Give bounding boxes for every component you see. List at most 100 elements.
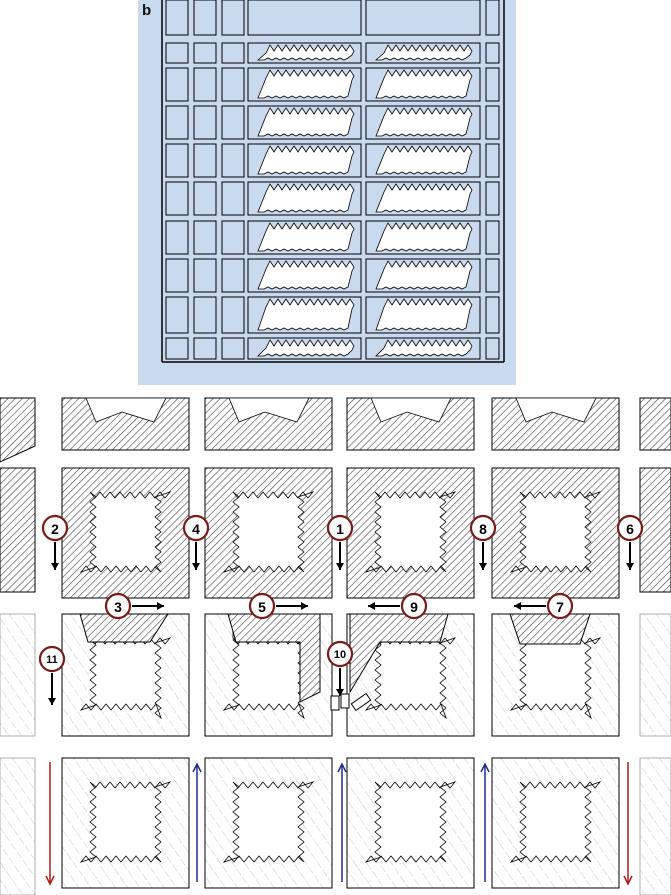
floorplan-cell — [165, 105, 189, 140]
flow-arrow-head — [626, 563, 634, 570]
serrated-unit — [256, 44, 355, 61]
floorplan-cell — [165, 296, 189, 334]
floorplan-cell — [193, 67, 217, 102]
serrated-unit — [257, 183, 355, 213]
flow-arrow-head — [479, 563, 487, 570]
flow-arrow-head — [301, 602, 308, 610]
floorplan-cell — [485, 67, 500, 102]
marker-label: 2 — [51, 521, 59, 537]
floorplan-drawing — [161, 0, 505, 363]
floorplan-cell — [247, 0, 362, 36]
serrated-unit — [375, 145, 473, 175]
floorplan-cell — [193, 0, 217, 36]
floorplan-cell — [365, 67, 481, 102]
edge-block — [0, 757, 36, 895]
marker-label: 7 — [556, 599, 564, 615]
marker-2: 2 — [41, 514, 69, 570]
marker-8: 8 — [469, 514, 497, 570]
floorplan-cell — [193, 337, 217, 360]
floorplan-cell — [247, 220, 362, 255]
courtyard — [509, 491, 602, 573]
floorplan-cell — [193, 42, 217, 64]
marker-label: 4 — [192, 521, 200, 537]
city-block — [491, 757, 620, 889]
floorplan-cell — [193, 181, 217, 216]
vehicle — [340, 693, 350, 709]
floorplan-cell — [165, 181, 189, 216]
floorplan-cell — [165, 143, 189, 178]
floorplan-cell — [485, 337, 500, 360]
floorplan-cell — [365, 181, 481, 216]
floorplan-cell — [365, 337, 481, 360]
courtyard — [228, 397, 310, 423]
floorplan-cell — [485, 0, 500, 36]
marker-5: 5 — [248, 592, 308, 620]
traffic-arrow-head — [623, 875, 633, 886]
floorplan-cell — [165, 337, 189, 360]
city-block — [61, 467, 190, 599]
marker-ring — [546, 592, 574, 620]
serrated-unit — [375, 260, 473, 290]
marker-label: 6 — [626, 521, 634, 537]
city-block — [346, 467, 475, 599]
serrated-unit — [257, 339, 355, 357]
floorplan-cell — [193, 220, 217, 255]
traffic-arrow-head — [337, 762, 347, 773]
floorplan-cell — [247, 181, 362, 216]
serrated-unit — [257, 69, 355, 99]
city-block — [491, 467, 620, 599]
edge-block — [0, 467, 36, 593]
floorplan-cell — [247, 337, 362, 360]
city-block — [61, 757, 190, 889]
floorplan-cell — [247, 296, 362, 334]
flow-arrow-head — [192, 563, 200, 570]
flow-arrow-head — [514, 602, 521, 610]
floorplan-cell — [247, 258, 362, 293]
serrated-unit — [375, 298, 473, 331]
serrated-unit — [257, 260, 355, 290]
floorplan-cell — [193, 105, 217, 140]
marker-label: 1 — [336, 521, 344, 537]
serrated-unit — [375, 183, 473, 213]
floorplan-cell — [485, 143, 500, 178]
marker-ring — [104, 592, 132, 620]
marker-label: 9 — [410, 599, 418, 615]
floorplan-cell — [485, 181, 500, 216]
serrated-unit — [375, 222, 473, 252]
marker-ring — [41, 514, 69, 542]
marker-ring — [182, 514, 210, 542]
flow-arrow-head — [157, 602, 164, 610]
floorplan-cell — [193, 296, 217, 334]
congestion-zone — [79, 613, 169, 643]
courtyard — [222, 629, 315, 720]
serrated-unit — [375, 69, 473, 99]
congestion-zone — [349, 613, 449, 694]
marker-10: 10 — [326, 640, 354, 696]
marker-ring — [616, 514, 644, 542]
top-partial-block — [346, 397, 475, 451]
marker-7: 7 — [514, 592, 574, 620]
floorplan-cell — [221, 67, 245, 102]
floorplan-cell — [165, 0, 189, 36]
flow-arrow-head — [51, 563, 59, 570]
floorplan-cell — [165, 258, 189, 293]
marker-1: 1 — [326, 514, 354, 570]
traffic-arrow-fourth — [480, 762, 490, 882]
courtyard — [509, 781, 602, 863]
courtyard — [222, 781, 315, 863]
courtyard — [79, 491, 172, 573]
floorplan-cell — [193, 143, 217, 178]
serrated-unit — [257, 222, 355, 252]
congestion-zone — [509, 613, 591, 645]
serrated-unit — [375, 107, 473, 137]
traffic-arrow-middle — [337, 762, 347, 882]
panel-label-b: b — [142, 2, 152, 19]
top-partial-block — [204, 397, 333, 451]
serrated-unit — [374, 44, 473, 61]
marker-ring — [326, 514, 354, 542]
edge-block — [639, 467, 671, 593]
floorplan-cell — [221, 220, 245, 255]
traffic-arrow-head — [480, 762, 490, 773]
floorplan-cell — [165, 220, 189, 255]
courtyard — [515, 397, 597, 423]
